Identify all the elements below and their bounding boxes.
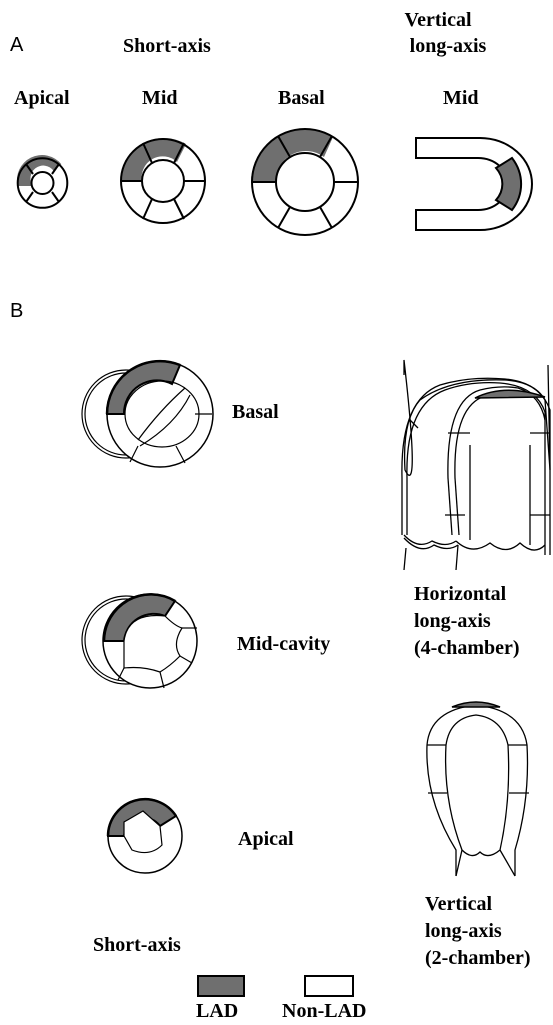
a-apical-ring [17, 155, 68, 208]
b-hla-lad-segment [475, 390, 545, 398]
b-mid-short-axis [82, 594, 197, 688]
b-hla-4-chamber [402, 360, 550, 570]
a-vla-lad-segment [496, 158, 521, 210]
a-vla-horseshoe [416, 138, 532, 230]
b-apical-short-axis [108, 799, 182, 873]
a-mid-ring [121, 138, 205, 223]
b-basal-short-axis [82, 361, 213, 467]
legend-lad-swatch [198, 976, 244, 996]
b-vla-2-chamber [427, 702, 529, 876]
legend-non-lad-swatch [305, 976, 353, 996]
b-vla-lad-segment [452, 702, 500, 707]
a-basal-ring [251, 129, 358, 235]
